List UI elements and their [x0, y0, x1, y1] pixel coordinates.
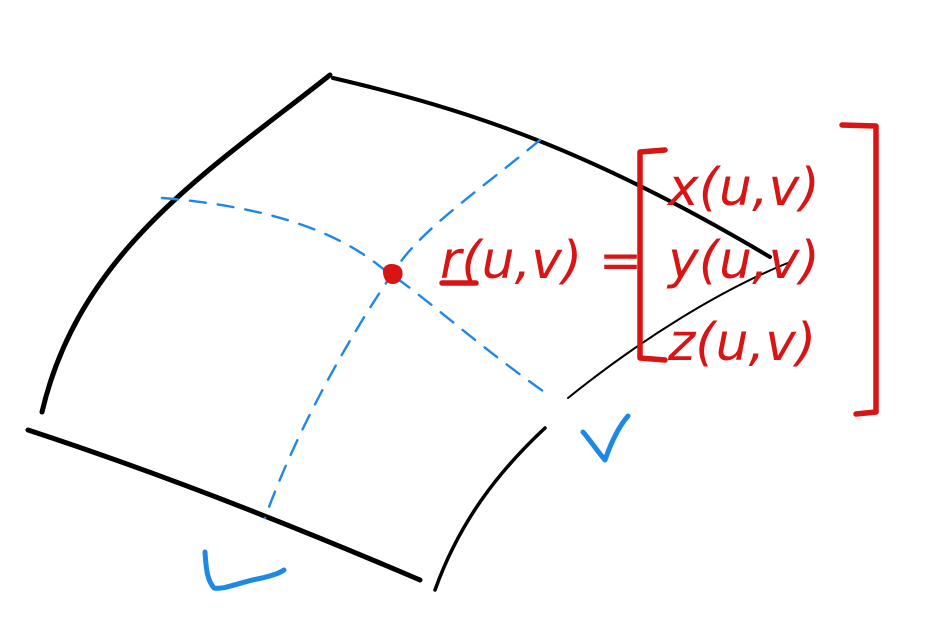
component-y: y(u,v) [666, 231, 820, 291]
surface-top-edge [331, 76, 772, 259]
u-coordinate-curve [263, 138, 542, 520]
component-x: x(u,v) [666, 158, 820, 218]
left-bracket [637, 147, 668, 363]
v-label: v [580, 413, 631, 463]
u-label: u [202, 549, 287, 591]
parametrization-equation: r(u,v) = x(u,v) y(u,v) z(u,v) [439, 122, 879, 417]
right-bracket [839, 122, 879, 417]
surface-right-edge-upper [567, 261, 791, 399]
surface-right-edge-lower [433, 426, 547, 592]
v-coordinate-curve [160, 196, 552, 398]
surface-front-edge [25, 427, 423, 583]
component-z: z(u,v) [667, 313, 816, 373]
surface-point [382, 264, 403, 284]
surface-left-edge [39, 72, 333, 415]
